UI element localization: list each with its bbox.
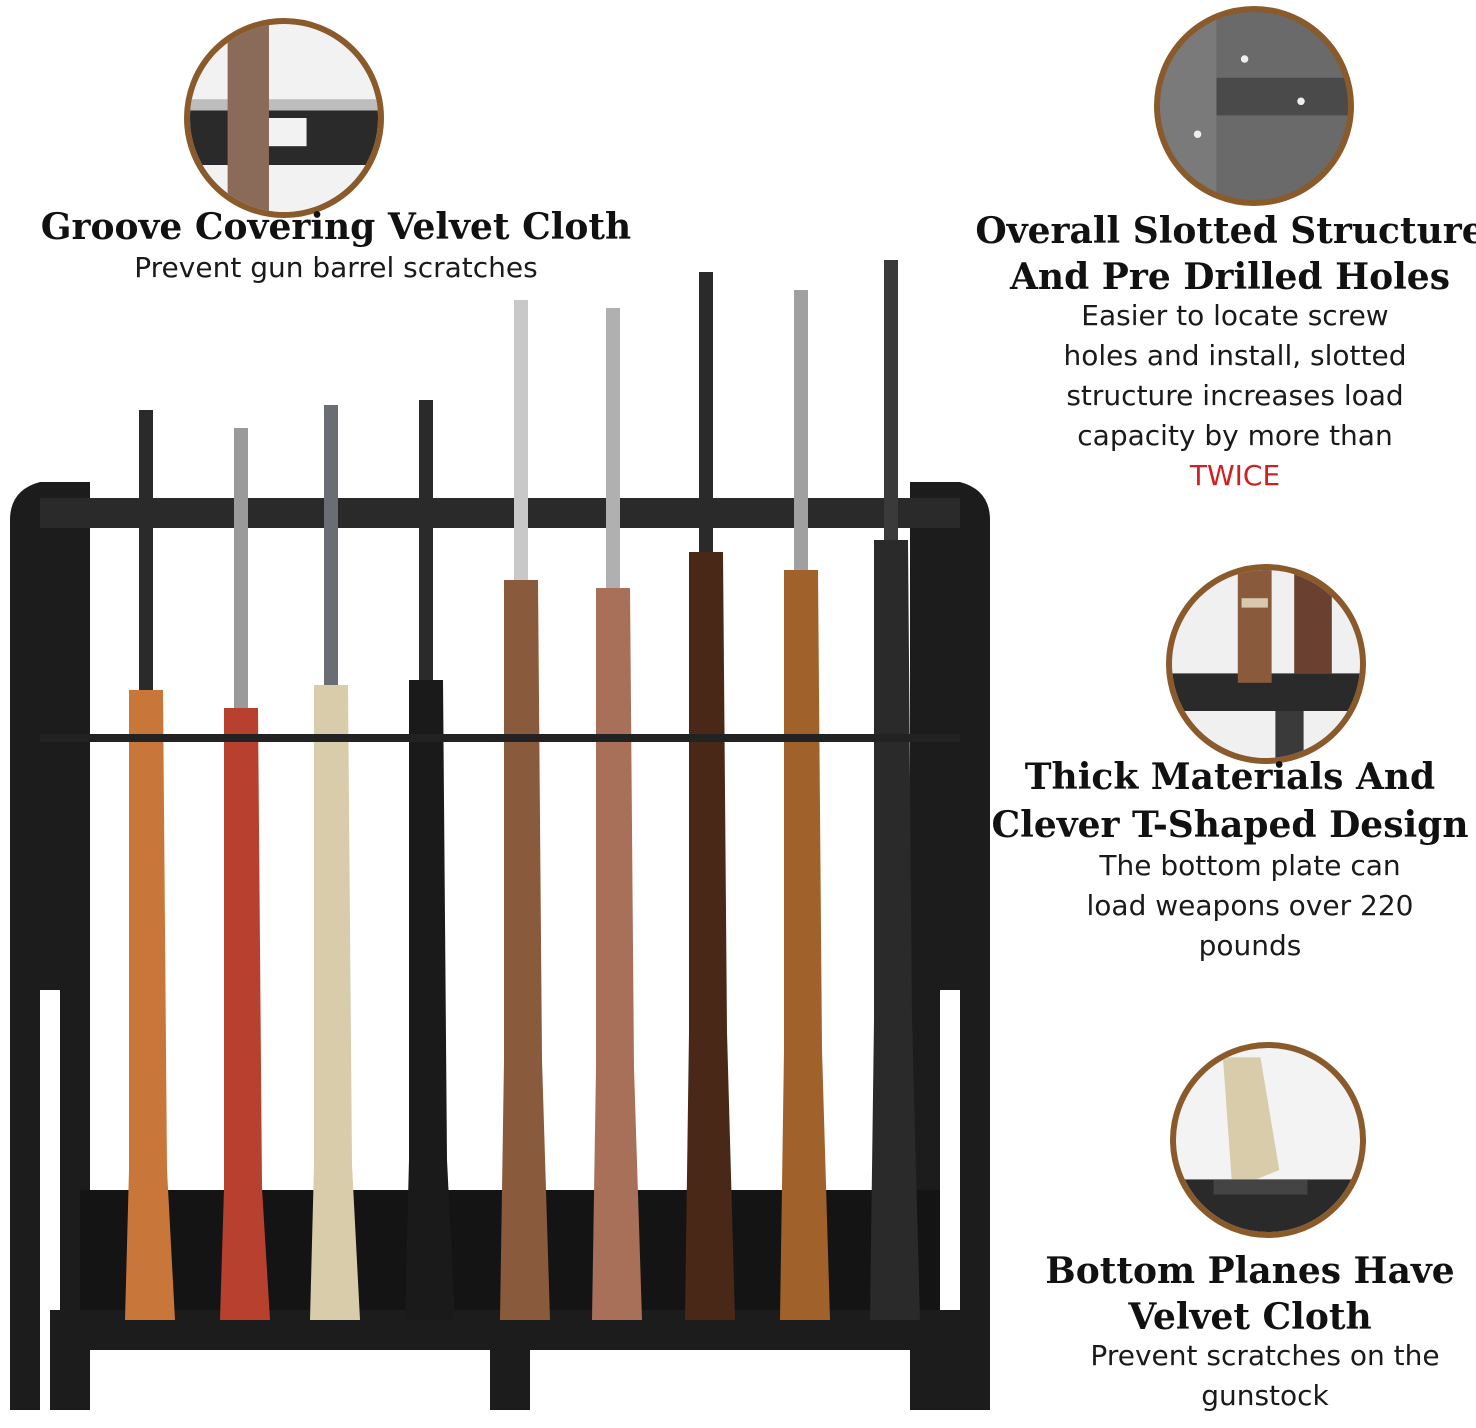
groove-description: Prevent gun barrel scratches bbox=[134, 251, 538, 284]
red-tube-rifle bbox=[220, 428, 270, 1320]
rack-strap bbox=[40, 734, 960, 742]
rack-base-leg-left bbox=[50, 1350, 90, 1410]
shotgun-orange-stock bbox=[125, 410, 175, 1320]
bottom-desc-line2: gunstock bbox=[1201, 1379, 1329, 1412]
thick-title-line2: Clever T-Shaped Design bbox=[991, 804, 1469, 846]
wood-rifle-light bbox=[592, 308, 642, 1320]
slotted-desc-line4: capacity by more than bbox=[1077, 419, 1393, 452]
rack-base-leg-center bbox=[490, 1350, 530, 1410]
bottom-detail-graphic bbox=[1176, 1048, 1360, 1232]
slotted-detail-graphic bbox=[1160, 12, 1348, 200]
slotted-highlight-twice: TWICE bbox=[1189, 459, 1281, 492]
gun-rack-illustration bbox=[10, 260, 990, 1410]
groove-detail-image bbox=[184, 18, 384, 218]
thick-detail-image bbox=[1166, 564, 1366, 764]
slotted-desc-line2: holes and install, slotted bbox=[1063, 339, 1407, 372]
slotted-desc-line1: Easier to locate screw bbox=[1081, 299, 1389, 332]
bottom-title-line1: Bottom Planes Have bbox=[1045, 1250, 1455, 1292]
groove-detail-graphic bbox=[190, 24, 378, 212]
rack-base-leg-right bbox=[930, 1350, 970, 1410]
bottom-title-line2: Velvet Cloth bbox=[1128, 1296, 1372, 1338]
rack-left-panel bbox=[10, 482, 90, 1410]
rack-right-panel bbox=[910, 482, 990, 1410]
thick-desc-line1: The bottom plate can bbox=[1099, 849, 1401, 882]
rack-top-bar bbox=[40, 498, 960, 528]
wood-rifle-long bbox=[500, 300, 550, 1320]
slotted-desc-line3: structure increases load bbox=[1066, 379, 1404, 412]
thick-title-line1: Thick Materials And bbox=[1024, 756, 1436, 798]
slotted-title-line2: And Pre Drilled Holes bbox=[1010, 256, 1450, 298]
groove-title: Groove Covering Velvet Cloth bbox=[40, 206, 632, 248]
ar-rifle-black bbox=[405, 400, 455, 1320]
thick-desc-line2: load weapons over 220 bbox=[1086, 889, 1414, 922]
slotted-title-line1: Overall Slotted Structure bbox=[975, 210, 1476, 252]
bottom-detail-image bbox=[1170, 1042, 1366, 1238]
bottom-desc-line1: Prevent scratches on the bbox=[1090, 1339, 1440, 1372]
slotted-detail-image bbox=[1154, 6, 1354, 206]
ar-rifle-tan bbox=[310, 405, 360, 1320]
thick-desc-line3: pounds bbox=[1198, 929, 1302, 962]
dark-wood-rifle bbox=[685, 272, 735, 1320]
rifles-layer bbox=[125, 260, 920, 1320]
thick-detail-graphic bbox=[1172, 570, 1360, 758]
lever-rifle bbox=[780, 290, 830, 1320]
